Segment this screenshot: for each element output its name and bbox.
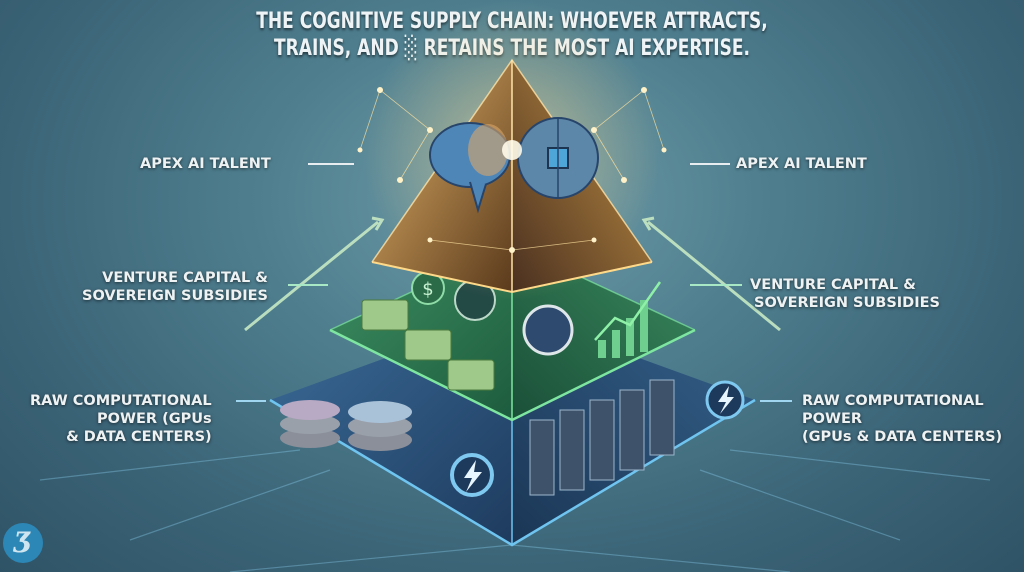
- power-bolt-icon-right: [705, 380, 745, 420]
- label-apex-left: APEX AI TALENT: [140, 156, 271, 172]
- label-capital-left: VENTURE CAPITAL & SOVEREIGN SUBSIDIES: [82, 270, 268, 304]
- leader-line-compute-left: [236, 400, 266, 402]
- brand-logo-icon: Ʒ: [3, 523, 43, 563]
- label-capital-right: VENTURE CAPITAL & SOVEREIGN SUBSIDIES: [750, 277, 940, 311]
- circuit-brain-icon: [517, 117, 599, 199]
- svg-text:$: $: [422, 279, 433, 300]
- growth-chart-icon: [594, 281, 662, 358]
- neural-network-icon: [359, 89, 665, 251]
- floor-light-rays: [39, 449, 991, 572]
- leader-line-apex-left: [308, 163, 354, 165]
- label-compute-right: RAW COMPUTATIONAL POWER (GPUs & DATA CEN…: [802, 393, 1003, 445]
- silicon-wafer-icon: [280, 400, 412, 451]
- cash-stack-icon: [361, 299, 495, 391]
- network-nodes: [357, 87, 667, 253]
- layer-apex: [357, 0, 667, 300]
- label-apex-right: APEX AI TALENT: [736, 156, 867, 172]
- leader-line-compute-right: [760, 400, 792, 402]
- server-rack-icon: [529, 379, 675, 496]
- label-compute-left: RAW COMPUTATIONAL POWER (GPUs & DATA CEN…: [30, 393, 212, 445]
- leader-line-apex-right: [690, 163, 730, 165]
- leader-line-capital-right: [690, 284, 742, 286]
- leader-line-capital-left: [288, 284, 328, 286]
- human-brain-icon: [429, 122, 511, 214]
- power-bolt-icon: [450, 453, 494, 497]
